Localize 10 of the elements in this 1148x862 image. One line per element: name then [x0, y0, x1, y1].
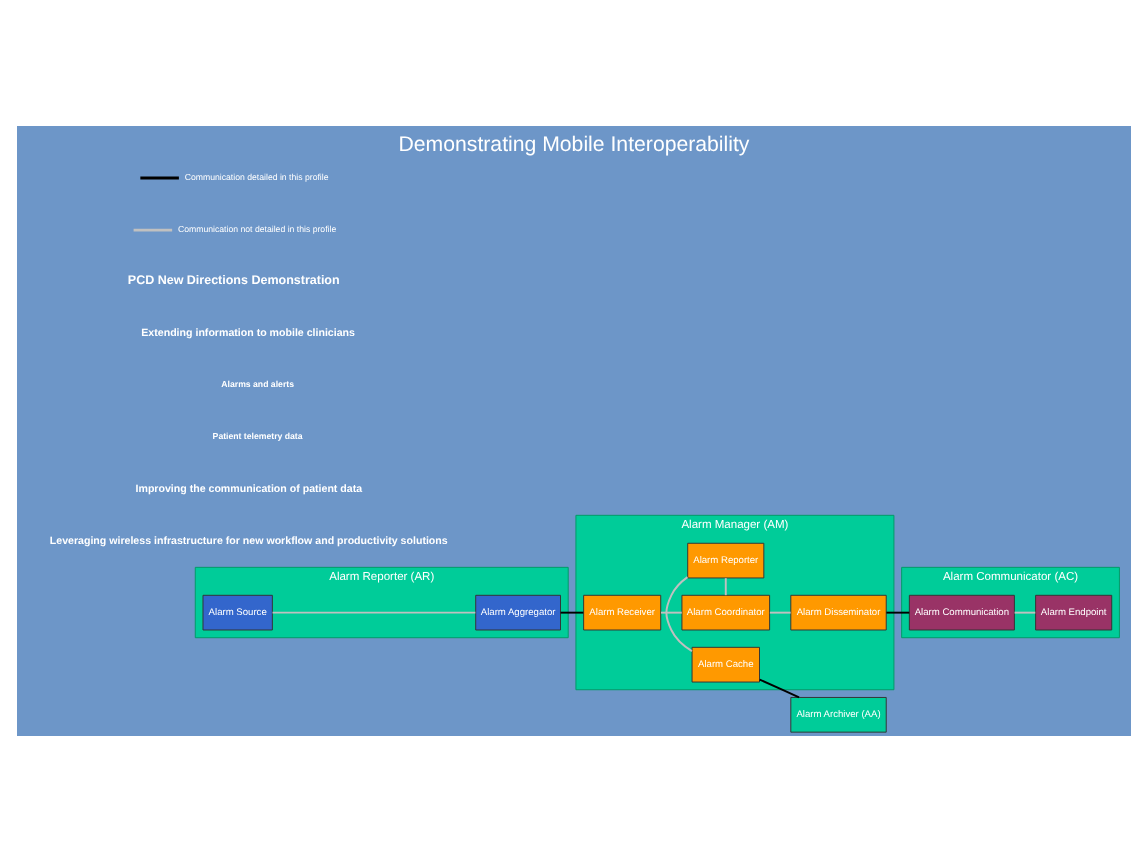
connector [885, 611, 911, 614]
connector [660, 611, 683, 614]
connector [271, 611, 477, 614]
connector [665, 576, 693, 653]
diagram-title: Demonstrating Mobile Interoperability [398, 132, 750, 157]
connector [758, 678, 801, 699]
connector [724, 577, 727, 597]
connector [768, 611, 792, 614]
connector [559, 611, 585, 614]
connector [1013, 611, 1037, 614]
